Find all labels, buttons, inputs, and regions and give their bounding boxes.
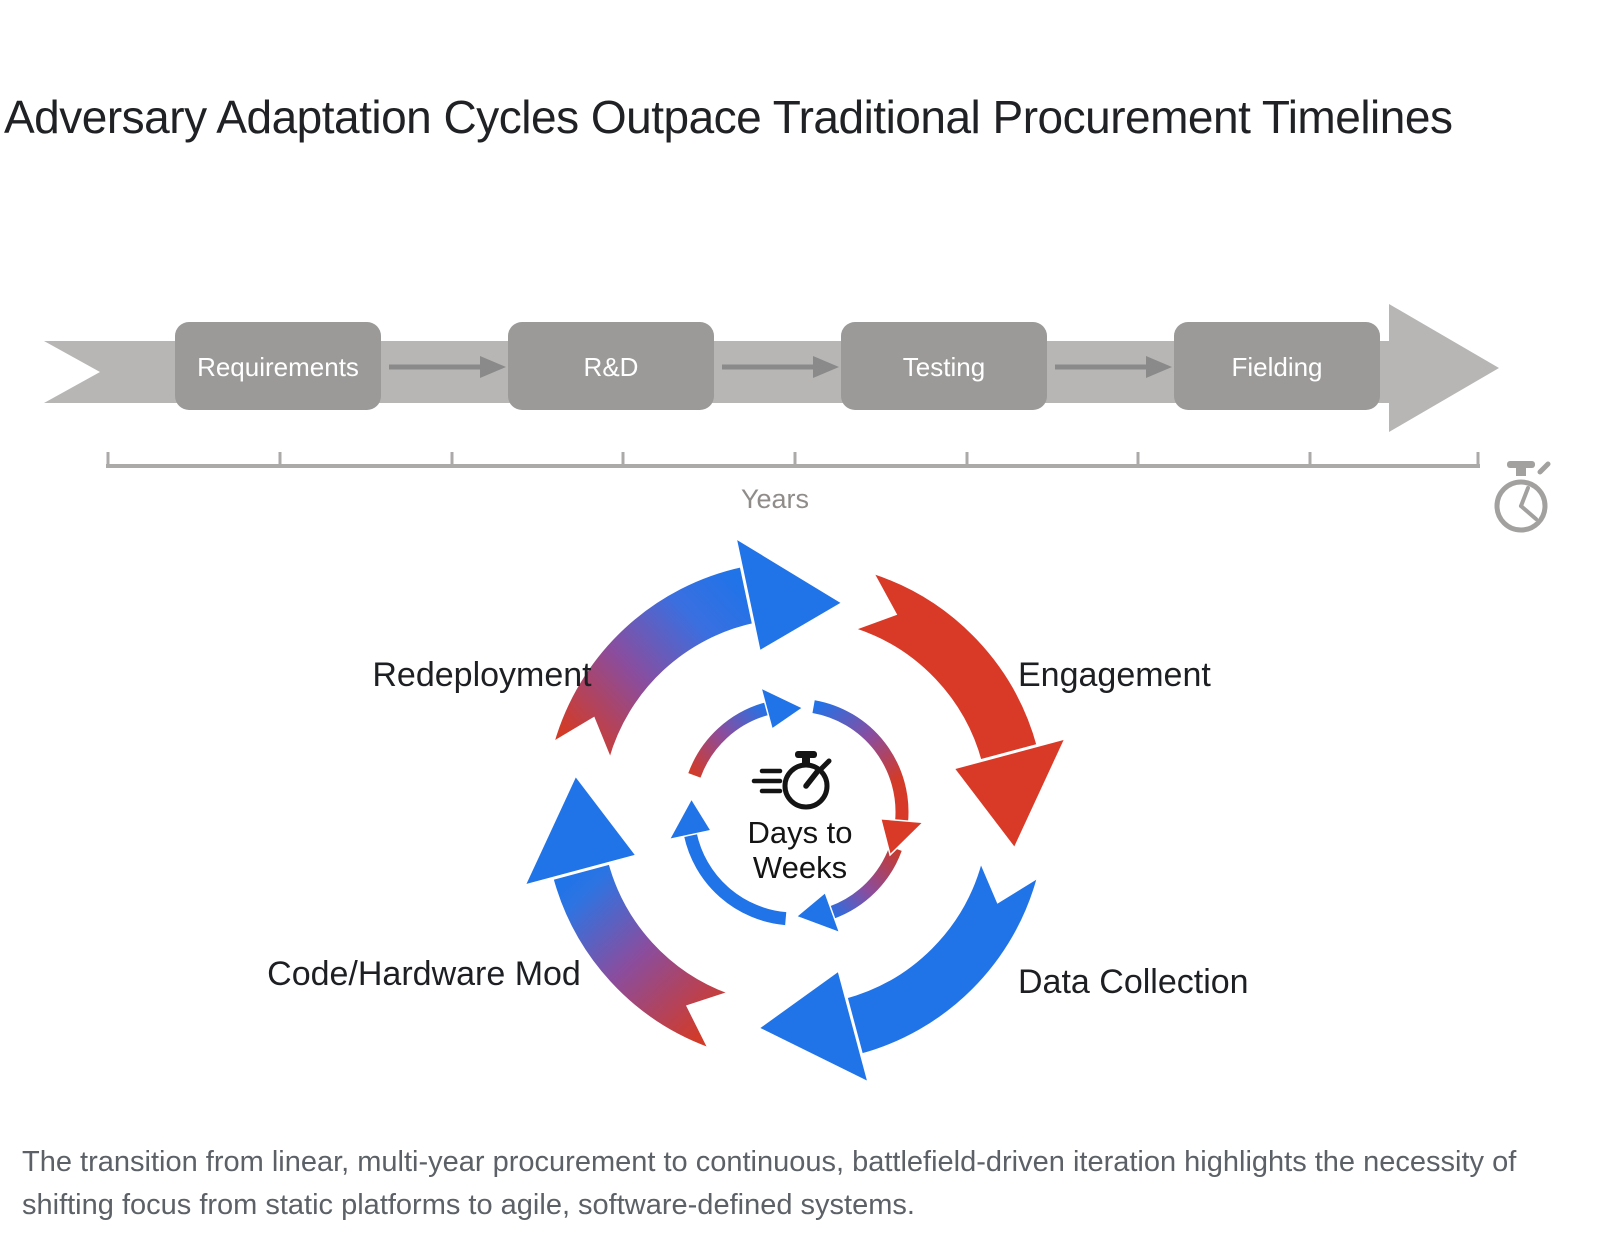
cycle-stopwatch-icon bbox=[751, 751, 832, 810]
stage-label-fielding: Fielding bbox=[1231, 352, 1322, 382]
inner-ring-arrowheads bbox=[667, 686, 925, 934]
inner-arrowhead-top bbox=[759, 686, 805, 731]
outer-arc-engagement bbox=[854, 573, 1038, 763]
page-title: Adversary Adaptation Cycles Outpace Trad… bbox=[4, 90, 1453, 143]
stage-box-testing bbox=[841, 322, 1047, 410]
cycle-label-redeployment: Redeployment bbox=[372, 656, 592, 694]
connector-arrow-icon bbox=[722, 356, 839, 378]
inner-arc-top-right bbox=[812, 700, 909, 822]
timeline-stopwatch-icon bbox=[1494, 461, 1551, 533]
procurement-timeline: Requirements R&D Testing Fielding bbox=[44, 304, 1551, 533]
inner-arc-top-left bbox=[688, 702, 770, 778]
inner-arc-bottom-right bbox=[829, 846, 902, 919]
outer-ring bbox=[553, 567, 1038, 1054]
inner-arrowhead-right bbox=[879, 817, 925, 857]
connector-arrow-icon bbox=[1055, 356, 1172, 378]
cycle-label-codemod: Code/Hardware Mod bbox=[267, 955, 581, 993]
stage-box-fielding bbox=[1174, 322, 1380, 410]
arrowhead-bottom bbox=[754, 967, 872, 1087]
cycle-label-engagement: Engagement bbox=[1018, 656, 1211, 694]
inner-arc-bottom-left bbox=[683, 832, 787, 926]
stage-connector-arrows bbox=[389, 356, 1172, 378]
cycle-center-line1: Days to bbox=[747, 815, 852, 850]
adaptation-cycle: Days to Weeks Redeployment Engagement Co… bbox=[267, 533, 1249, 1087]
years-axis-label: Years bbox=[741, 484, 809, 514]
stage-label-requirements: Requirements bbox=[197, 352, 359, 382]
stage-label-rnd: R&D bbox=[584, 352, 639, 382]
cycle-label-datacollection: Data Collection bbox=[1018, 963, 1249, 1001]
inner-ring bbox=[683, 700, 909, 926]
arrowhead-top bbox=[732, 533, 847, 655]
timeline-stages: Requirements R&D Testing Fielding bbox=[175, 322, 1380, 410]
arrowhead-left bbox=[521, 771, 640, 889]
speed-lines-icon bbox=[751, 768, 783, 794]
stage-box-requirements bbox=[175, 322, 381, 410]
outer-ring-tail-notches bbox=[550, 569, 1041, 1052]
arrowhead-right bbox=[950, 735, 1070, 853]
stage-box-rnd bbox=[508, 322, 714, 410]
cycle-center-line2: Weeks bbox=[753, 850, 847, 885]
inner-arrowhead-bottom bbox=[794, 891, 841, 934]
years-scale bbox=[106, 452, 1480, 468]
outer-ring-arrowheads bbox=[521, 533, 1070, 1087]
stage-label-testing: Testing bbox=[903, 352, 985, 382]
inner-arrowhead-left bbox=[667, 797, 713, 841]
outer-arc-codemod bbox=[553, 861, 730, 1048]
connector-arrow-icon bbox=[389, 356, 506, 378]
figure-caption: The transition from linear, multi-year p… bbox=[22, 1146, 1517, 1221]
